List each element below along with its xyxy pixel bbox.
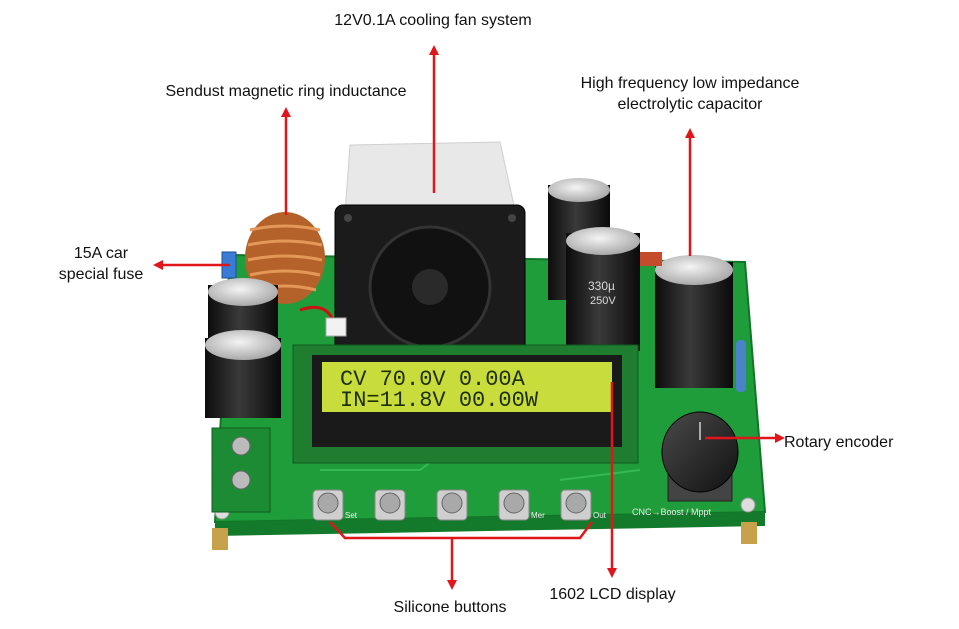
label-capacitor-2: electrolytic capacitor bbox=[617, 96, 763, 113]
lcd-line-2: IN=11.8V 00.00W bbox=[340, 388, 539, 413]
fan-connector bbox=[325, 317, 347, 337]
cap-label: 330µ bbox=[588, 279, 615, 293]
label-fuse-1: 15A car bbox=[73, 245, 129, 262]
button-label: Out bbox=[593, 511, 607, 520]
label-lcd: 1602 LCD display bbox=[549, 586, 676, 603]
bracket-buttons bbox=[329, 521, 593, 540]
mode-label: CNC→Boost / Mppt bbox=[632, 507, 712, 517]
label-encoder: Rotary encoder bbox=[784, 434, 894, 451]
capacitor-330: 330µ 250V bbox=[566, 227, 640, 351]
silicone-button bbox=[374, 489, 406, 521]
silicone-button bbox=[436, 489, 468, 521]
label-inductor: Sendust magnetic ring inductance bbox=[165, 83, 407, 100]
resistor bbox=[736, 340, 746, 392]
film-capacitor bbox=[640, 252, 662, 266]
button-label: Set bbox=[345, 511, 358, 520]
lcd-module: CV 70.0V 0.00A IN=11.8V 00.00W bbox=[292, 344, 639, 464]
cooling-fan bbox=[334, 204, 526, 356]
heatsink bbox=[344, 141, 516, 215]
fan-hub bbox=[412, 269, 448, 305]
silicone-button: Set bbox=[312, 489, 358, 521]
terminal-block bbox=[211, 427, 271, 513]
mount-hole bbox=[740, 497, 756, 513]
standoff bbox=[741, 522, 757, 544]
label-fan: 12V0.1A cooling fan system bbox=[334, 12, 532, 29]
button-label: Mer bbox=[531, 511, 545, 520]
callout-arrows bbox=[153, 45, 785, 590]
label-fuse-2: special fuse bbox=[58, 266, 144, 283]
rotary-encoder-body bbox=[661, 411, 739, 502]
lcd-line-1: CV 70.0V 0.00A bbox=[340, 367, 526, 392]
button-row: Set Mer Out bbox=[312, 489, 607, 521]
lcd-screen bbox=[322, 362, 612, 412]
inductor bbox=[245, 212, 347, 337]
silicone-button: Out bbox=[560, 489, 607, 521]
label-capacitor-1: High frequency low impedance bbox=[580, 75, 800, 92]
capacitor-right bbox=[655, 255, 733, 388]
capacitor-left-bottom bbox=[205, 330, 281, 418]
pcb-edge bbox=[215, 512, 765, 536]
label-buttons: Silicone buttons bbox=[393, 599, 507, 616]
inductor-coil bbox=[245, 212, 325, 304]
standoff bbox=[212, 528, 228, 550]
cap-voltage: 250V bbox=[590, 295, 616, 307]
silicone-button: Mer bbox=[498, 489, 545, 521]
